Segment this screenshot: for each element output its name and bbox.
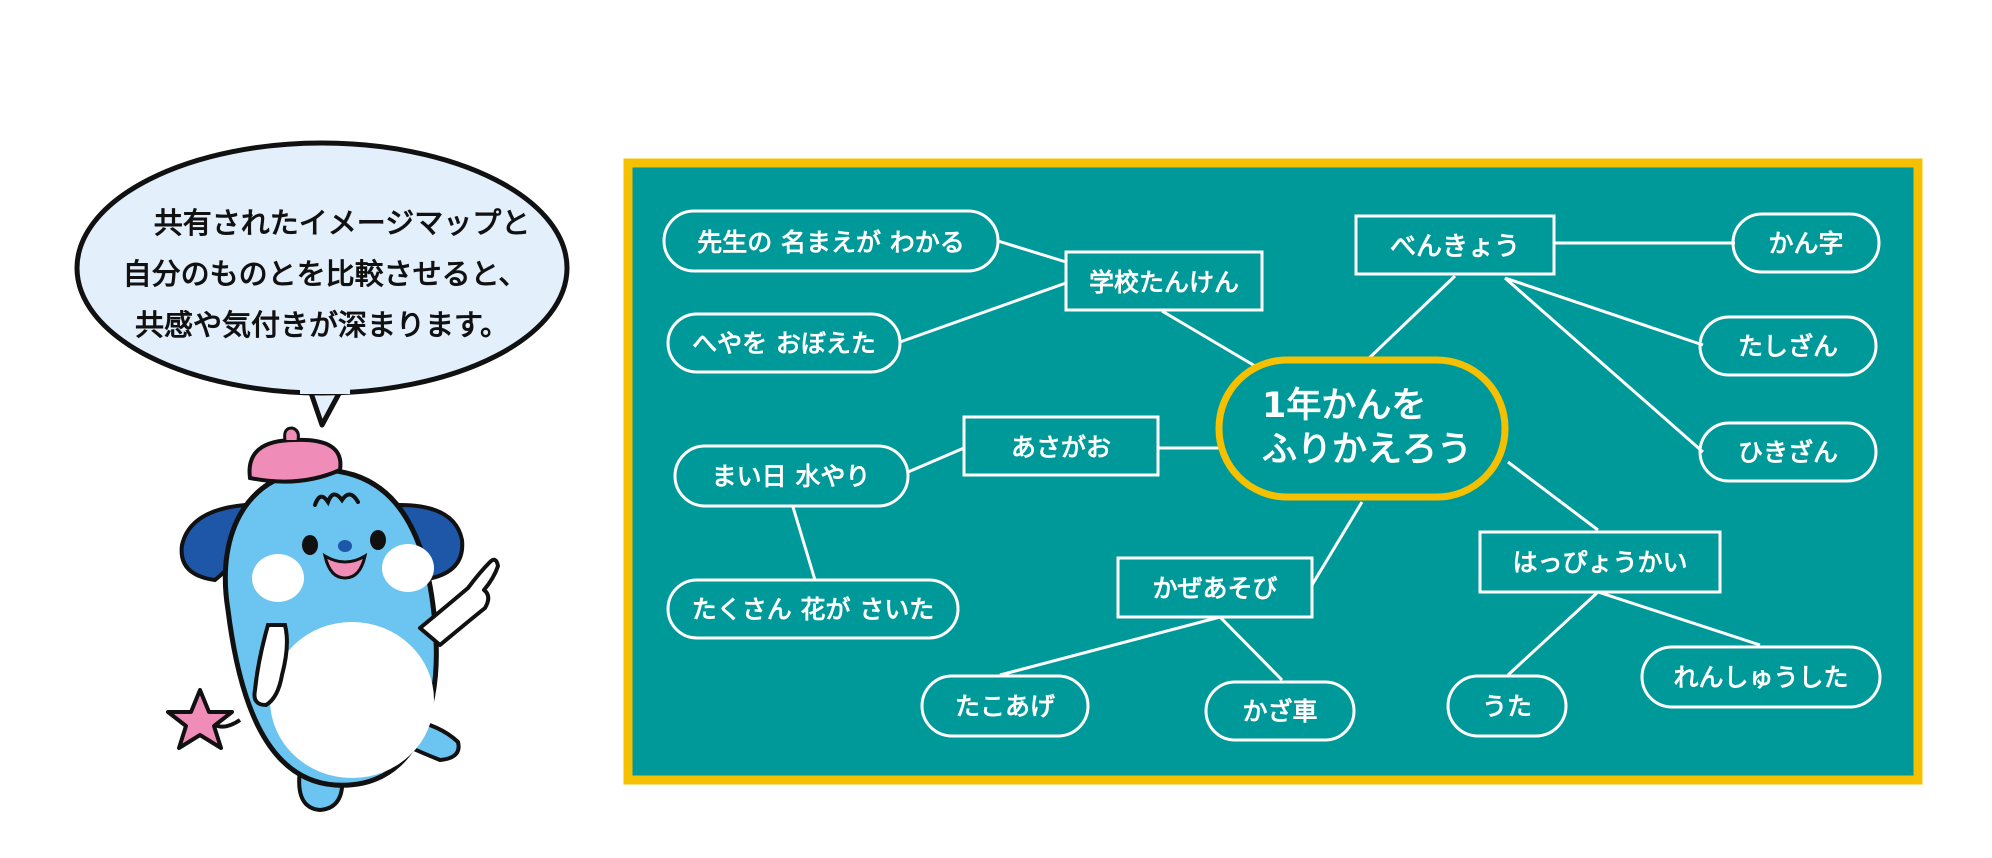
- node-kazaguruma: かざ車: [1204, 680, 1356, 742]
- node-hikizan: ひきざん: [1698, 421, 1878, 483]
- connector-mizuyari-hana: [791, 506, 817, 581]
- speech-line-3: 共感や気付きが深まります。: [135, 308, 509, 342]
- center-node: 1年かんをふりかえろう: [1215, 356, 1509, 501]
- mascot-left-eye: [302, 535, 318, 555]
- connector-kaze-tako: [999, 615, 1221, 677]
- node-kanji-label: かん字: [1768, 229, 1843, 258]
- node-mizuyari: まい日 水やり: [673, 444, 910, 508]
- connector-asagao-mizuyari: [907, 446, 965, 474]
- node-kaze-label: かぜあそび: [1152, 574, 1277, 603]
- node-happyou: はっぴょうかい: [1478, 530, 1722, 594]
- node-renshuu: れんしゅうした: [1640, 645, 1882, 709]
- connector-gakkou-sensei: [997, 239, 1067, 264]
- node-hana: たくさん 花が さいた: [666, 578, 960, 640]
- center-node-line-2: ふりかえろう: [1262, 430, 1472, 470]
- node-benkyou-label: べんきょう: [1390, 232, 1520, 262]
- node-renshuu-label: れんしゅうした: [1673, 663, 1848, 692]
- speech-bubble: 共有されたイメージマップと 自分のものとを比較させると、 共感や気付きが深まりま…: [74, 140, 570, 428]
- connector-center-benkyou: [1363, 274, 1457, 364]
- mascot-mouth: [322, 552, 368, 580]
- node-kazaguruma-label: かざ車: [1242, 697, 1317, 726]
- connector-benkyou-hikizan: [1504, 276, 1704, 454]
- mascot-belly: [270, 622, 434, 778]
- node-tashizan-label: たしざん: [1738, 332, 1838, 361]
- node-sensei: 先生の 名まえが わかる: [662, 209, 1000, 273]
- mind-map-connectors: [791, 239, 1761, 682]
- mascot-left-cheek: [252, 554, 304, 602]
- connector-happyou-renshuu: [1597, 590, 1761, 647]
- connector-center-kaze: [1310, 501, 1364, 586]
- mascot-right-cheek: [382, 544, 434, 592]
- mascot-beret: [247, 426, 343, 484]
- node-uta: うた: [1446, 674, 1568, 738]
- mascot-right-arm: [418, 557, 500, 647]
- connector-center-happyou: [1507, 460, 1599, 532]
- node-asagao: あさがお: [962, 415, 1160, 477]
- node-sensei-label: 先生の 名まえが わかる: [697, 228, 964, 257]
- mascot-nose: [338, 540, 352, 552]
- mascot-character: [166, 426, 500, 813]
- node-tashizan: たしざん: [1698, 315, 1878, 377]
- node-gakkou: 学校たんけん: [1064, 250, 1264, 312]
- speech-line-1: 共有されたイメージマップと: [154, 206, 530, 240]
- mascot-right-eye: [370, 530, 386, 550]
- connector-benkyou-tashizan: [1504, 276, 1704, 347]
- connector-happyou-uta: [1506, 590, 1600, 677]
- connector-gakkou-heya: [899, 281, 1067, 344]
- center-node-label: 1年かんをふりかえろう: [1262, 386, 1472, 470]
- node-heya: へやを おぼえた: [666, 312, 902, 374]
- node-tako: たこあげ: [920, 674, 1090, 738]
- connector-center-gakkou: [1161, 309, 1256, 368]
- node-hana-label: たくさん 花が さいた: [692, 595, 934, 624]
- node-gakkou-label: 学校たんけん: [1089, 268, 1239, 297]
- connector-kaze-kazaguruma: [1218, 615, 1284, 682]
- node-hikizan-label: ひきざん: [1738, 438, 1838, 467]
- node-benkyou: べんきょう: [1354, 214, 1556, 276]
- node-heya-label: へやを おぼえた: [692, 329, 876, 358]
- node-mizuyari-label: まい日 水やり: [712, 462, 871, 491]
- node-tako-label: たこあげ: [955, 692, 1056, 721]
- node-uta-label: うた: [1482, 692, 1532, 721]
- node-kaze: かぜあそび: [1116, 556, 1314, 619]
- mascot-hair-tuft: [313, 492, 360, 507]
- speech-line-2: 自分のものとを比較させると、: [123, 257, 528, 291]
- node-kanji: かん字: [1731, 212, 1881, 274]
- node-asagao-label: あさがお: [1011, 433, 1111, 462]
- center-node-line-1: 1年かんを: [1262, 386, 1426, 426]
- star-icon: [166, 688, 234, 750]
- mascot-left-arm: [252, 623, 289, 708]
- node-happyou-label: はっぴょうかい: [1512, 548, 1687, 577]
